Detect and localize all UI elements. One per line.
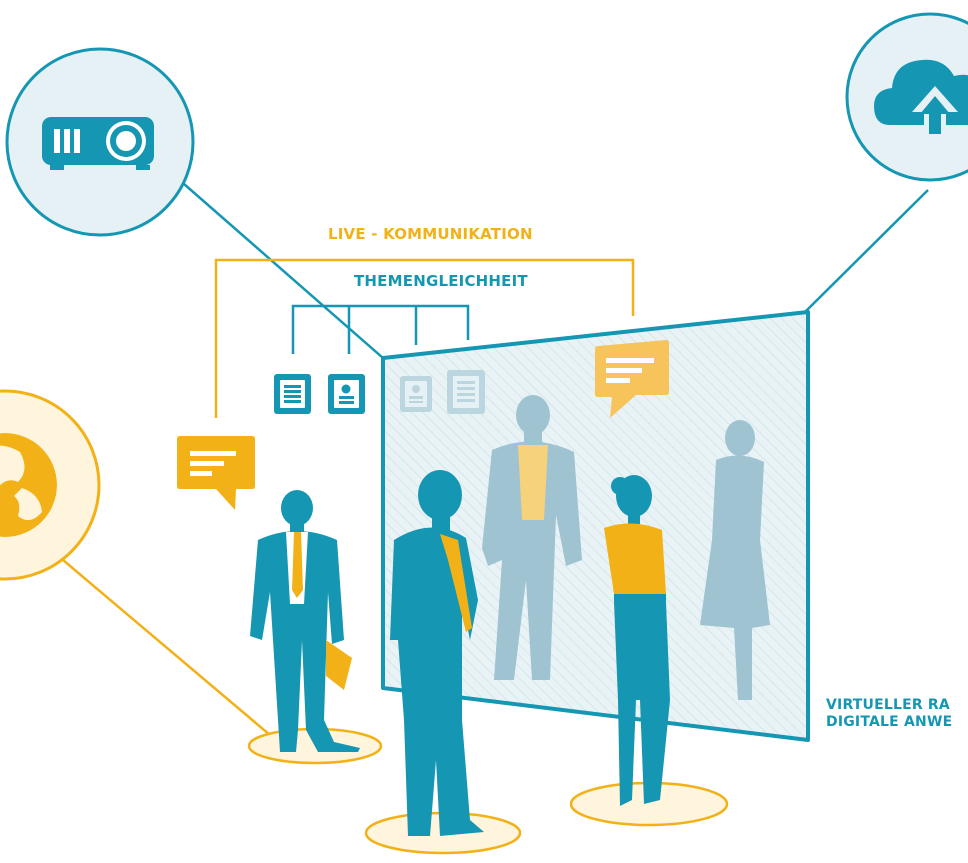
businessman-center [390, 470, 484, 836]
cloud-connector-line [804, 189, 929, 313]
profile-card-icon [328, 374, 365, 414]
screen-chat-bubble-icon [595, 340, 669, 418]
themen-bracket [291, 304, 470, 354]
businessman-left [250, 490, 360, 752]
chat-bubble-icon [177, 436, 255, 510]
ghost-woman [700, 420, 770, 700]
themengleichheit-label: THEMENGLEICHHEIT [354, 272, 528, 290]
live-bracket [214, 258, 635, 418]
virtueller-raum-line1: VIRTUELLER RA [826, 697, 950, 713]
faded-document-icon [447, 370, 485, 414]
cloud-upload-icon [874, 59, 968, 140]
ghost-man [482, 395, 582, 680]
virtueller-raum-line2: DIGITALE ANWE [826, 714, 953, 730]
live-kommunikation-label: LIVE - KOMMUNIKATION [328, 225, 533, 243]
virtual-screen [381, 310, 810, 742]
globe-connector-line [62, 559, 271, 736]
virtueller-raum-label: VIRTUELLER RA DIGITALE ANWE [826, 697, 968, 731]
businesswoman [604, 475, 670, 806]
projector-icon [42, 117, 154, 170]
faded-profile-card-icon [400, 376, 432, 412]
document-icon [274, 374, 311, 414]
projector-connector-line [167, 169, 384, 359]
globe-icon [0, 433, 57, 537]
